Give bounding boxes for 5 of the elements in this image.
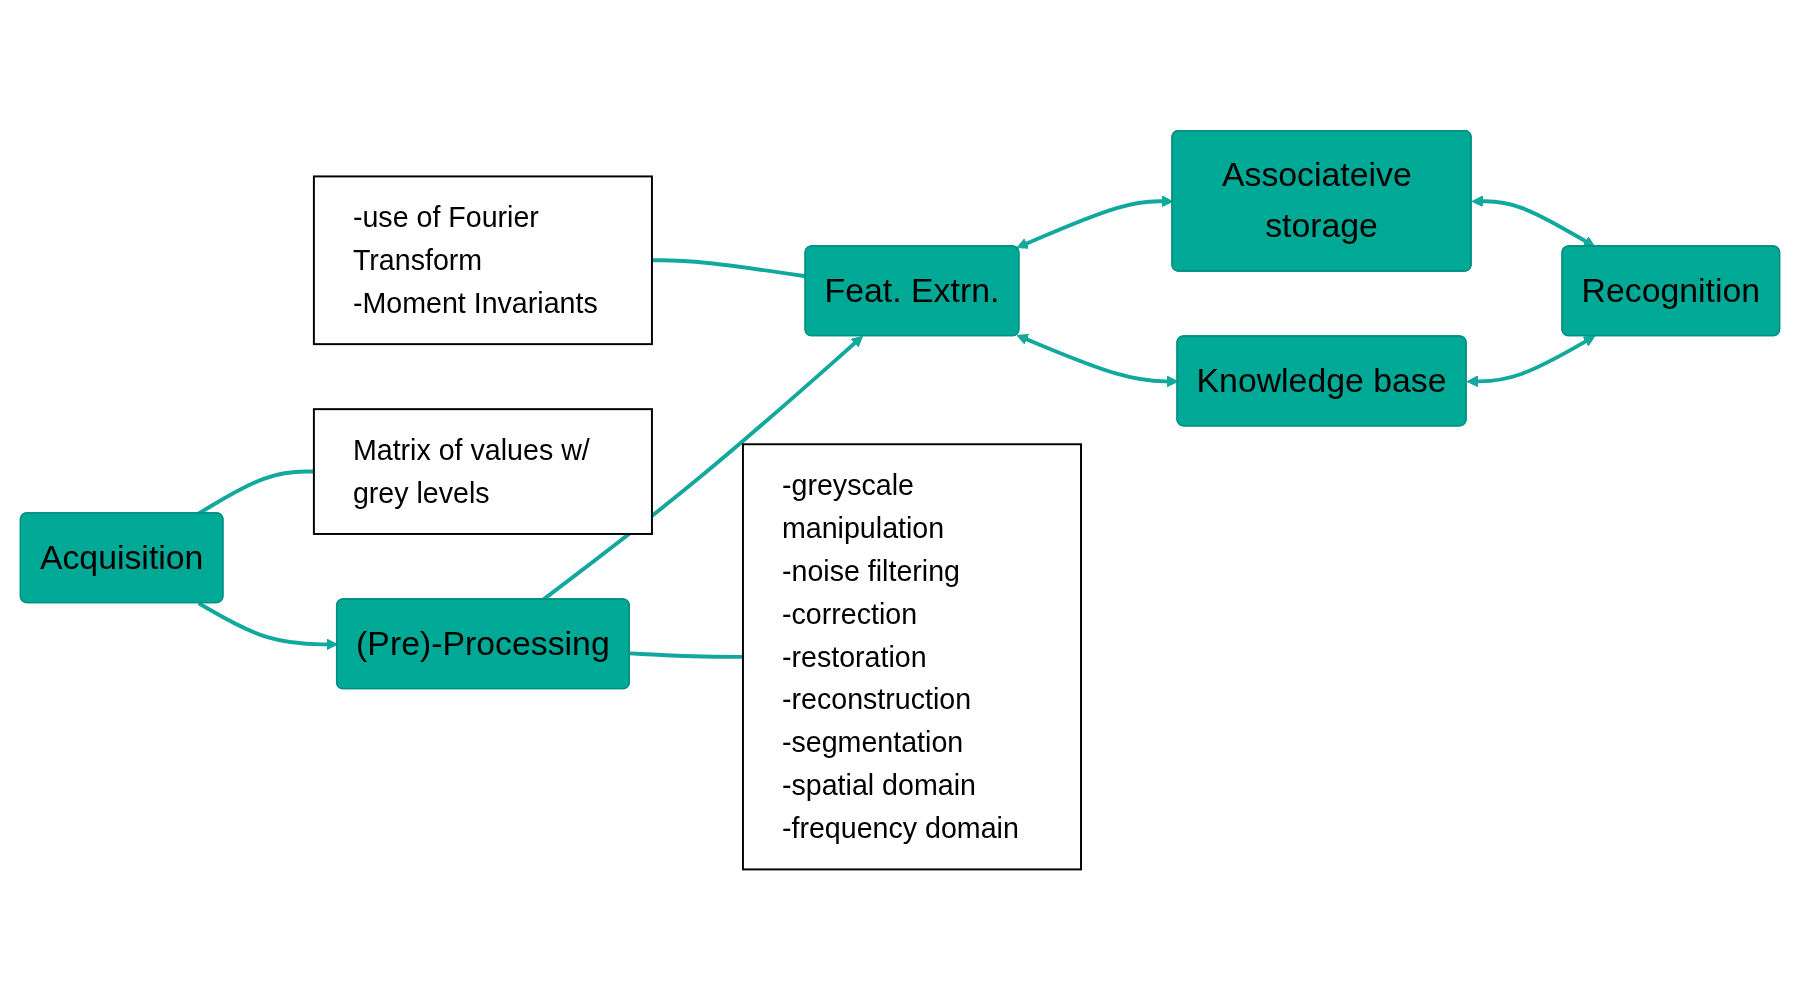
connector <box>629 651 743 659</box>
node-box: -greyscale manipulation -noise filtering -correction -restoration -reconstruction -segmentation -spatial domain -frequency domain <box>741 443 1082 871</box>
node-box: -use of Fourier Transform -Moment Invariants <box>312 175 653 346</box>
node-box: Matrix of values w/ grey levels <box>312 408 653 535</box>
arrow <box>1466 335 1596 388</box>
